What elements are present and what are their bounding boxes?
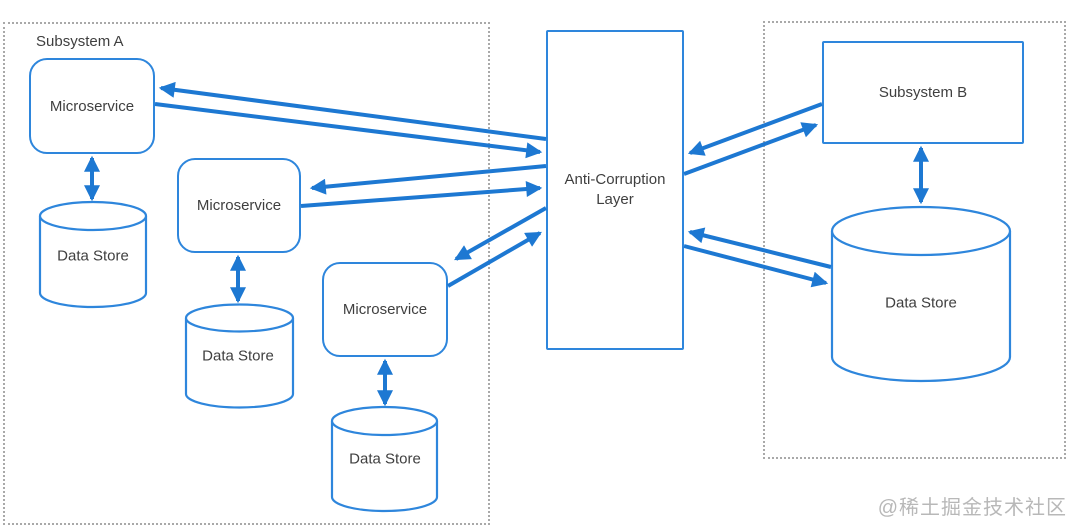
subsystem-a-label: Subsystem A	[36, 33, 124, 50]
microservice-2-label: Microservice	[196, 197, 282, 214]
microservice-3-label: Microservice	[342, 301, 428, 318]
arrow-data-store-b-to-acl	[687, 227, 832, 269]
arrow-subsystem-b-to-acl	[687, 102, 823, 156]
data-store-2-cylinder	[184, 303, 295, 409]
anti-corruption-layer-label-line1: Anti-Corruption	[564, 171, 666, 188]
arrow-microservice-3-to-acl	[447, 231, 542, 288]
anti-corruption-layer-label: Anti-Corruption Layer	[565, 170, 666, 210]
data-store-3-label: Data Store	[349, 450, 421, 468]
data-store-1-label: Data Store	[57, 247, 129, 265]
node-subsystem-b: Subsystem B	[822, 41, 1024, 144]
node-microservice-3: Microservice	[322, 262, 448, 357]
subsystem-a-container: Subsystem A	[3, 22, 490, 525]
data-store-b-label: Data Store	[885, 294, 957, 312]
microservice-1-label: Microservice	[49, 97, 135, 115]
arrow-acl-to-microservice-3	[454, 206, 547, 261]
data-store-3-cylinder	[330, 405, 439, 513]
anti-corruption-layer-label-line2: Layer	[596, 191, 634, 208]
arrow-acl-to-microservice-2	[309, 164, 547, 195]
subsystem-b-container	[763, 21, 1066, 459]
data-store-1-cylinder	[38, 200, 148, 309]
node-microservice-1: Microservice	[29, 58, 155, 154]
arrow-microservice-2-to-acl	[300, 181, 543, 208]
subsystem-b-label: Subsystem B	[878, 84, 968, 101]
arrow-acl-to-microservice-1	[158, 81, 547, 141]
arrow-microservice-1-to-acl	[154, 102, 543, 159]
watermark-text: @稀土掘金技术社区	[877, 497, 1067, 519]
node-anti-corruption-layer: Anti-Corruption Layer	[546, 30, 684, 350]
data-store-2-label: Data Store	[202, 347, 274, 365]
node-microservice-2: Microservice	[177, 158, 301, 253]
arrow-acl-to-data-store-b	[683, 244, 829, 288]
arrow-acl-to-subsystem-b	[683, 122, 819, 176]
data-store-b-cylinder	[830, 205, 1012, 383]
